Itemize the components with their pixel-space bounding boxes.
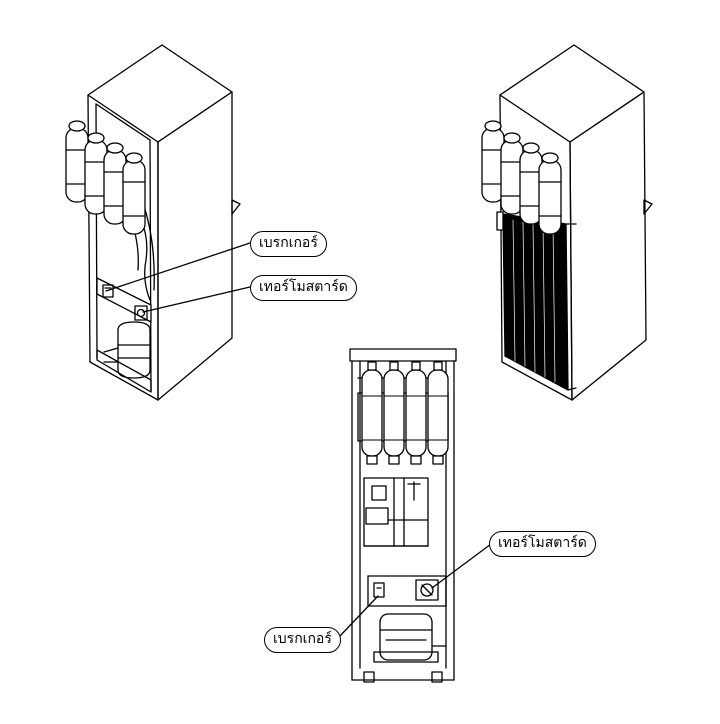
thermostat-icon <box>134 305 148 321</box>
compressor-icon <box>103 321 151 379</box>
breaker-switch-icon <box>373 582 385 598</box>
leader-line-breaker-2 <box>339 595 379 637</box>
filter-cartridges-icon <box>481 120 562 235</box>
filter-cartridges-icon <box>65 120 146 235</box>
compressor-icon <box>373 613 447 663</box>
breaker-callout-1: เบรกเกอร์ <box>250 231 327 257</box>
dispenser-closed-back-view <box>481 44 653 401</box>
thermostat-callout-1: เทอร์โมสตาร์ด <box>250 275 357 301</box>
thermostat-label-1: เทอร์โมสตาร์ด <box>259 279 348 295</box>
leader-line-breaker-1 <box>105 242 251 292</box>
thermostat-label-2: เทอร์โมสตาร์ด <box>498 535 587 551</box>
pump-icon <box>371 485 387 501</box>
dispenser-rear-elevation <box>339 348 492 683</box>
leader-line-thermostat-1 <box>142 286 251 313</box>
breaker-label-2: เบรกเกอร์ <box>273 631 332 647</box>
breaker-label-1: เบรกเกอร์ <box>259 235 318 251</box>
filter-cartridges-icon <box>361 361 449 465</box>
breaker-callout-2: เบรกเกอร์ <box>264 627 341 653</box>
dispenser-open-back-view <box>65 44 251 401</box>
thermostat-callout-2: เทอร์โมสตาร์ด <box>489 531 596 557</box>
breaker-switch-icon <box>102 284 114 298</box>
leader-line-thermostat-2 <box>431 543 492 589</box>
thermostat-icon <box>415 579 439 601</box>
